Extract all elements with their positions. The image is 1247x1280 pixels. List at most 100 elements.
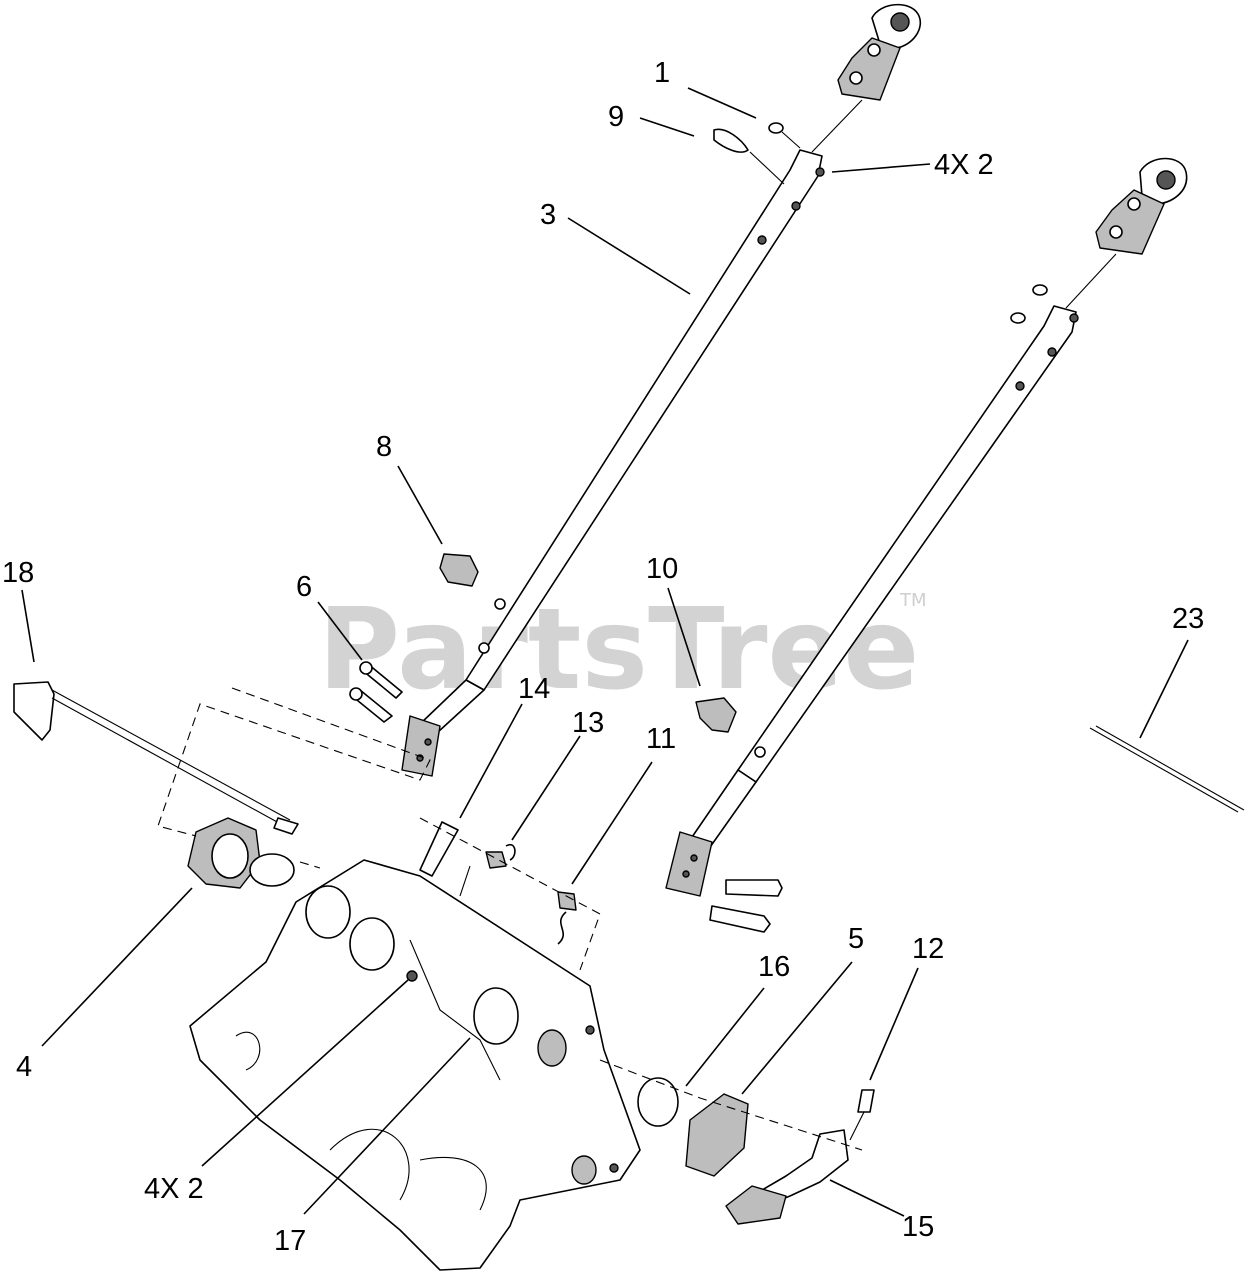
- callout-14: 14: [518, 673, 550, 705]
- left-control-lever: [401, 3, 921, 777]
- frame-pivot-boss: [537, 1029, 567, 1067]
- left-lever-handle-bolt-a: [867, 43, 881, 57]
- callout-3: 3: [540, 199, 556, 231]
- callout-6: 6: [296, 571, 312, 603]
- leader-14: [459, 703, 523, 819]
- right-lever-mount-hole-a: [690, 854, 698, 862]
- right-lever-bolt-b: [709, 905, 771, 933]
- bearing-housing-bore: [211, 833, 249, 879]
- right-lever-handle-bolt-b: [1109, 225, 1123, 239]
- callout-4x2-top: 4X 2: [934, 149, 994, 181]
- frame-bore-right: [473, 987, 519, 1045]
- leader-15: [829, 1179, 905, 1217]
- right-lever-grip-hole: [1156, 170, 1176, 190]
- callout-23: 23: [1172, 603, 1204, 635]
- leader-3: [567, 217, 691, 295]
- frame-cutout-left: [235, 1031, 261, 1071]
- guide-center: [419, 817, 601, 971]
- leader-lines: [21, 87, 1189, 1217]
- leader-23: [1139, 639, 1189, 739]
- bolt-a-head: [359, 661, 373, 675]
- guide-left-box: [157, 687, 431, 837]
- right-lever-nut-c: [1015, 381, 1025, 391]
- left-lever-nut-a: [815, 167, 825, 177]
- clevis-pin-shaft: [781, 131, 801, 149]
- guide-seal-left: [299, 861, 321, 869]
- right-lever-mount-plate: [665, 831, 713, 897]
- left-lever-grip-hole: [890, 12, 910, 32]
- damper-rod: [1089, 727, 1239, 813]
- callout-4: 4: [16, 1051, 32, 1083]
- watermark-trademark: TM: [899, 590, 927, 611]
- frame-assembly: [189, 859, 641, 1271]
- frame-bore-center: [349, 917, 395, 971]
- pedal-bolt-axis: [849, 1111, 865, 1141]
- spring-a: [505, 843, 516, 861]
- right-lever-handle-bolt-a: [1127, 197, 1141, 211]
- leader-10: [667, 587, 701, 687]
- link-pin: [459, 865, 471, 897]
- callout-15: 15: [902, 1211, 934, 1243]
- linkage-rod: [51, 689, 291, 821]
- hairpin-clip: [713, 128, 749, 153]
- right-lever-nut-b: [1047, 347, 1057, 357]
- brake-pedal-pad: [725, 1185, 787, 1225]
- damper-rod-edge: [1095, 725, 1245, 811]
- callout-11: 11: [646, 723, 676, 755]
- clevis-pin: [768, 122, 784, 134]
- left-lever-hole-b: [478, 642, 490, 654]
- explosion-guides: [157, 687, 863, 1151]
- callout-labels: 1 9 4X 2 3 8 18 6 10 23 14 13 11 4 16 5 …: [2, 57, 1204, 1257]
- leader-16: [685, 987, 765, 1087]
- linkage-rod-edge: [51, 697, 289, 829]
- spring-nut-b: [557, 891, 577, 911]
- callout-18: 18: [2, 557, 34, 589]
- hairpin-clip-axis: [749, 151, 785, 185]
- spring-b: [557, 911, 567, 945]
- right-control-lever: [665, 157, 1188, 933]
- callout-8: 8: [376, 431, 392, 463]
- callout-12: 12: [912, 933, 944, 965]
- frame-curve-a: [329, 1128, 410, 1201]
- small-parts: [13, 553, 1245, 1225]
- leader-18: [21, 589, 35, 663]
- frame-lower-boss: [571, 1155, 597, 1185]
- bolt-b-head: [349, 687, 363, 701]
- callout-4x2-bottom: 4X 2: [144, 1173, 204, 1205]
- leader-5: [741, 961, 853, 1095]
- callout-1: 1: [654, 57, 670, 89]
- right-lever-hole: [754, 746, 766, 758]
- leader-9: [639, 117, 695, 137]
- callout-16: 16: [758, 951, 790, 983]
- leader-4x2-top: [831, 163, 931, 173]
- left-lever-mount-hole-a: [424, 738, 432, 746]
- callout-9: 9: [608, 101, 624, 133]
- callout-5: 5: [848, 923, 864, 955]
- leader-13: [511, 735, 581, 841]
- right-lever-nut-a: [1069, 313, 1079, 323]
- frame-rib: [409, 939, 501, 1081]
- frame-body: [189, 859, 641, 1271]
- leader-11: [571, 761, 653, 885]
- right-lever-bolt-a: [725, 879, 783, 897]
- left-lever-mount-plate: [401, 715, 441, 777]
- leader-4: [41, 887, 193, 1047]
- frame-nut-a: [406, 970, 418, 982]
- callout-17: 17: [274, 1225, 306, 1257]
- leader-1: [687, 87, 757, 119]
- frame-curve-b: [419, 1156, 487, 1211]
- left-lever-nut-c: [757, 235, 767, 245]
- frame-nut-b: [585, 1025, 595, 1035]
- pedal-bolt: [857, 1089, 875, 1113]
- linkage-rod-end: [273, 817, 299, 835]
- left-lever-hole-a: [494, 598, 506, 610]
- pivot-cover: [685, 1093, 749, 1177]
- right-lever-pin-b: [1010, 312, 1026, 324]
- leader-6: [317, 601, 363, 661]
- leader-12: [869, 967, 919, 1081]
- right-lever-pin-a: [1032, 284, 1048, 296]
- lever-lock-part: [695, 697, 737, 733]
- right-lever-handle-axis: [1065, 253, 1117, 309]
- link-plate: [419, 821, 459, 877]
